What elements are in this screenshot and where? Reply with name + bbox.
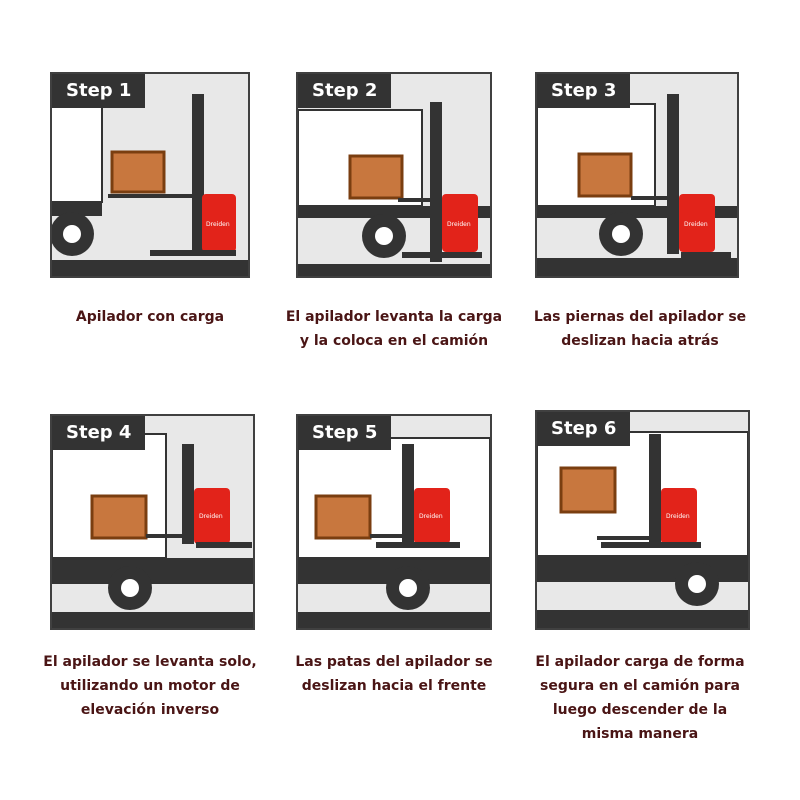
step-1-caption: Apilador con carga — [75, 309, 225, 325]
cargo-box — [577, 152, 633, 198]
road — [298, 264, 490, 276]
step-6-illustration: Dreiden — [537, 431, 748, 628]
stacker-forks — [370, 534, 404, 538]
road — [298, 612, 490, 628]
stacker-body — [679, 194, 715, 252]
truck-chassis — [52, 202, 102, 216]
road — [537, 610, 748, 628]
stacker-body — [194, 488, 230, 544]
step-4-caption: El apilador se levanta solo, utilizando … — [43, 654, 257, 718]
step-6-panel: Dreiden Step 6 — [535, 410, 750, 630]
stacker-body — [414, 488, 450, 544]
stacker-legs — [376, 542, 460, 548]
truck-body — [52, 101, 103, 203]
stacker-brand: Dreiden — [206, 221, 230, 228]
stacker-forks — [108, 194, 194, 198]
step-badge: Step 4 — [52, 416, 146, 450]
truck-hub — [612, 225, 630, 243]
cargo-box — [90, 494, 148, 540]
step-2-caption: El apilador levanta la carga y la coloca… — [285, 309, 503, 349]
road — [52, 612, 253, 628]
step-5-panel: Dreiden Step 5 — [296, 414, 492, 630]
stacker-mast — [182, 444, 194, 544]
stacker-forks — [398, 198, 432, 202]
stacker-brand: Dreiden — [684, 221, 708, 228]
step-2-illustration: Dreiden — [298, 102, 490, 276]
road — [537, 258, 737, 276]
stacker-mast — [192, 94, 204, 254]
cargo-box — [314, 494, 372, 540]
stacker-body — [202, 194, 236, 252]
step-5-caption: Las patas del apilador se deslizan hacia… — [295, 654, 493, 694]
cargo-box — [348, 154, 404, 200]
step-badge: Step 5 — [298, 416, 392, 450]
step-2-panel: Dreiden Step 2 — [296, 72, 492, 278]
stacker-mast — [649, 434, 661, 544]
step-3-caption: Las piernas del apilador se deslizan hac… — [533, 309, 747, 349]
stacker-forks — [597, 536, 651, 540]
stacker-body — [661, 488, 697, 544]
cargo-box — [110, 150, 166, 194]
stacker-mast — [430, 102, 442, 262]
step-badge: Step 2 — [298, 74, 392, 108]
cargo-box — [559, 466, 617, 514]
stacker-brand: Dreiden — [199, 513, 223, 520]
truck-hub — [121, 579, 139, 597]
stacker-legs — [196, 542, 252, 548]
truck-hub — [399, 579, 417, 597]
stacker-legs — [150, 250, 236, 256]
stacker-legs — [681, 252, 731, 258]
stacker-mast — [667, 94, 679, 254]
stacker-brand: Dreiden — [447, 221, 471, 228]
step-3-illustration: Dreiden — [537, 94, 737, 276]
step-1-panel: Dreiden Step 1 — [50, 72, 250, 278]
stacker-brand: Dreiden — [419, 513, 443, 520]
step-badge: Step 3 — [537, 74, 631, 108]
stacker-forks — [631, 196, 669, 200]
stacker-body — [442, 194, 478, 252]
step-4-illustration: Dreiden — [52, 433, 253, 628]
stacker-forks — [146, 534, 184, 538]
truck-hub — [63, 225, 81, 243]
stacker-legs — [601, 542, 701, 548]
stacker-brand: Dreiden — [666, 513, 690, 520]
stacker-mast — [402, 444, 414, 544]
step-badge: Step 1 — [52, 74, 146, 108]
step-5-illustration: Dreiden — [298, 437, 490, 628]
step-1-illustration: Dreiden — [52, 94, 248, 276]
step-badge: Step 6 — [537, 412, 631, 446]
step-6-caption: El apilador carga de forma segura en el … — [535, 654, 745, 742]
truck-hub — [375, 227, 393, 245]
road — [52, 260, 248, 276]
truck-chassis — [52, 558, 253, 584]
truck-hub — [688, 575, 706, 593]
step-4-panel: Dreiden Step 4 — [50, 414, 255, 630]
stacker-legs — [402, 252, 482, 258]
step-3-panel: Dreiden Step 3 — [535, 72, 739, 278]
